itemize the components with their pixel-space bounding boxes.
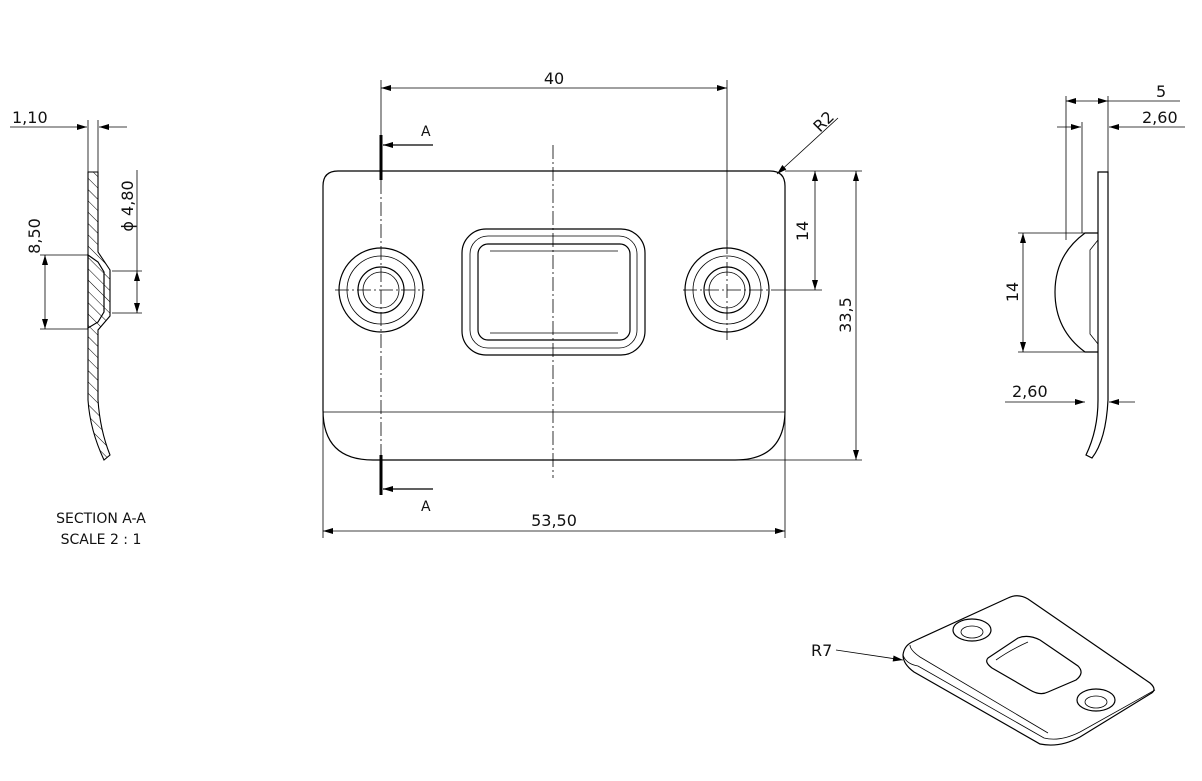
isometric-view: R7 [811,595,1156,746]
dimension-hole-diameter: ϕ 4,80 [112,170,142,314]
dim-text: R2 [809,107,837,135]
dim-text: ϕ 4,80 [118,180,137,231]
dimension-corner-radius: R2 [776,107,839,175]
dimension-offset-bottom: 2,60 [1005,382,1135,405]
slot [461,228,646,356]
dimension-width: 53,50 [322,400,786,538]
section-marker-bottom: A [379,455,433,515]
section-profile [87,171,111,461]
dim-text: 8,50 [25,218,44,254]
dimension-bend-radius: R7 [811,641,904,662]
dim-text: 2,60 [1142,108,1178,127]
dim-text: 2,60 [1012,382,1048,401]
dimension-hole-spacing: 40 [380,69,728,245]
side-view: 5 2,60 14 2,60 [1003,82,1185,459]
dimension-thickness: 1,10 [10,108,127,172]
section-title: SECTION A-A [56,511,146,527]
dimension-height: 33,5 [735,170,862,461]
side-profile [1085,171,1109,459]
section-label: A [421,499,431,515]
dim-text: 5 [1156,82,1166,101]
dim-text: 1,10 [12,108,48,127]
section-scale: SCALE 2 : 1 [61,532,142,548]
center-lines [335,145,771,478]
dim-text: 53,50 [531,511,577,530]
front-view: A A 40 53,50 33,5 14 R [322,69,862,538]
section-view: 1,10 8,50 ϕ 4,80 SECTION A-A SCALE 2 : 1 [10,108,146,548]
dimension-hole-offset: 14 [771,171,822,291]
dimension-depth: 5 [1065,82,1180,240]
dim-text: 14 [1003,282,1022,302]
dimension-offset-top: 2,60 [1057,108,1185,233]
dimension-bump-height: 14 [1003,232,1085,353]
dim-text: 14 [793,221,812,241]
dim-text: R7 [811,641,832,660]
dim-text: 40 [544,69,564,88]
section-label: A [421,124,431,140]
section-marker-top: A [379,124,433,180]
dim-text: 33,5 [836,297,855,333]
plate-outline [322,170,786,461]
dimension-countersink: 8,50 [25,218,88,330]
